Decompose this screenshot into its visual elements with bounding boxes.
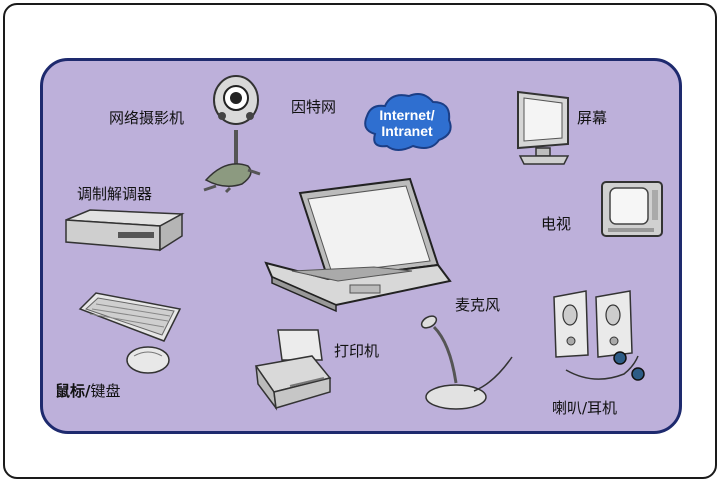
cloud-line1: Internet/ — [379, 107, 434, 123]
microphone-icon — [420, 315, 513, 410]
label-tv: 电视 — [541, 215, 572, 233]
label-printer: 打印机 — [334, 342, 380, 360]
label-modem: 调制解调器 — [77, 185, 153, 203]
label-internet: 因特网 — [291, 98, 337, 116]
label-microphone: 麦克风 — [455, 296, 501, 314]
monitor-icon — [517, 90, 570, 165]
tv-icon — [601, 181, 663, 237]
modem-icon — [65, 209, 185, 252]
label-mouse-keyboard: 鼠标/键盘 — [55, 380, 121, 401]
printer-icon — [254, 329, 332, 411]
headphones-icon — [565, 351, 645, 381]
keyboard-icon — [78, 292, 182, 342]
cloud-icon: Internet/ Intranet — [364, 93, 452, 151]
speakers-icon — [553, 290, 633, 358]
label-speakers: 喇叭/耳机 — [552, 399, 618, 417]
webcam-icon — [203, 75, 261, 194]
label-webcam: 网络摄影机 — [109, 109, 185, 127]
cloud-line2: Intranet — [381, 123, 433, 139]
mouse-icon — [126, 346, 170, 374]
laptop-icon — [264, 177, 452, 313]
label-mouse: 鼠标/ — [55, 382, 91, 400]
label-keyboard: 键盘 — [90, 382, 121, 400]
label-monitor: 屏幕 — [577, 109, 608, 127]
